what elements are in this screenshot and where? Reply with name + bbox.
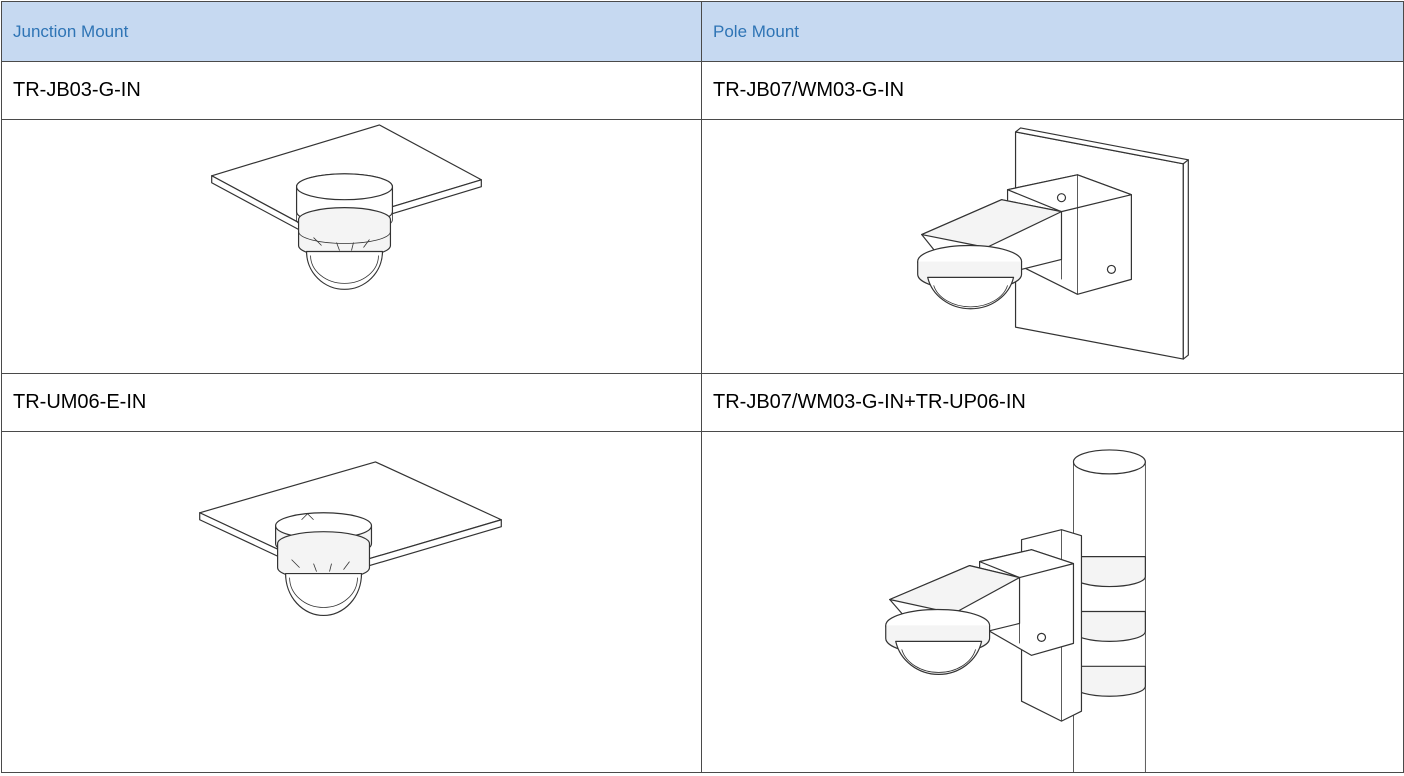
figure-cell-junction-2 xyxy=(1,431,702,773)
figure-cell-pole-1 xyxy=(701,119,1404,374)
model-junction-1: TR-JB03-G-IN xyxy=(1,61,702,120)
table-row: TR-JB03-G-IN TR-JB07/WM03-G-IN xyxy=(1,61,1404,120)
model-junction-2: TR-UM06-E-IN xyxy=(1,373,702,432)
header-row: Junction Mount Pole Mount xyxy=(1,1,1404,62)
ceiling-dome-junction-box-drawing-icon xyxy=(211,124,482,290)
table-row: TR-UM06-E-IN TR-JB07/WM03-G-IN+TR-UP06-I… xyxy=(1,373,1404,432)
model-pole-1: TR-JB07/WM03-G-IN xyxy=(701,61,1404,120)
figure-cell-junction-1 xyxy=(1,119,702,374)
header-pole-mount: Pole Mount xyxy=(701,1,1404,62)
wall-mount-bracket-drawing-icon xyxy=(917,127,1189,360)
table-row xyxy=(1,431,1404,773)
model-pole-2: TR-JB07/WM03-G-IN+TR-UP06-IN xyxy=(701,373,1404,432)
ceiling-dome-mount-drawing-icon xyxy=(199,461,502,616)
table-row xyxy=(1,119,1404,374)
header-junction-mount: Junction Mount xyxy=(1,1,702,62)
figure-cell-pole-2 xyxy=(701,431,1404,773)
pole-mount-bracket-drawing-icon xyxy=(885,449,1146,772)
